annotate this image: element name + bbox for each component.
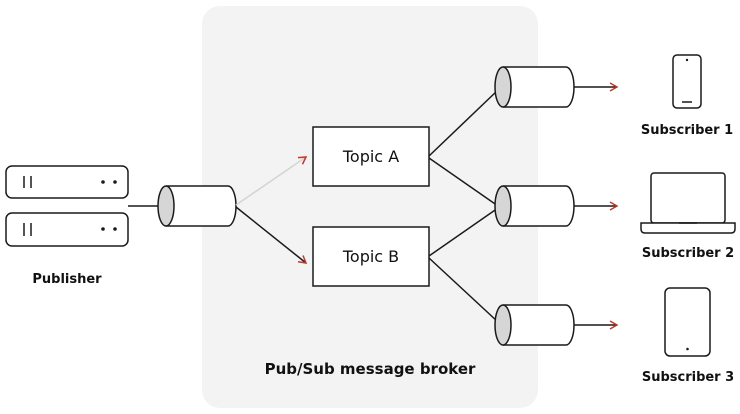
publisher-server-icon — [5, 165, 129, 247]
topic-b-to-queue-2-line — [428, 207, 499, 257]
subscriber-3-label: Subscriber 3 — [642, 370, 734, 385]
publisher-label: Publisher — [32, 272, 102, 287]
subscriber-queue-1-cylinder — [494, 66, 575, 108]
broker-area — [202, 6, 538, 408]
broker-label: Pub/Sub message broker — [265, 360, 476, 378]
queue-to-topic-a-arrow — [235, 156, 308, 206]
topic-a-to-queue-2-line — [428, 157, 499, 207]
phone-icon — [672, 54, 702, 109]
inbound-queue-cylinder — [157, 185, 237, 227]
queue-to-topic-b-arrow — [235, 206, 308, 264]
topic-b-box — [312, 226, 430, 287]
topic-b-label: Topic B — [342, 247, 399, 266]
subscriber-1-label: Subscriber 1 — [641, 123, 733, 138]
subscriber-queue-2-cylinder — [494, 185, 575, 227]
topic-b-to-queue-3-line — [428, 257, 499, 323]
topic-a-box — [312, 126, 430, 187]
subscriber-2-label: Subscriber 2 — [642, 246, 734, 261]
subscriber-queue-3-cylinder — [494, 304, 575, 346]
topic-a-to-queue-1-line — [428, 89, 499, 157]
topic-a-label: Topic A — [342, 147, 399, 166]
laptop-icon — [640, 172, 736, 234]
tablet-icon — [664, 287, 711, 357]
